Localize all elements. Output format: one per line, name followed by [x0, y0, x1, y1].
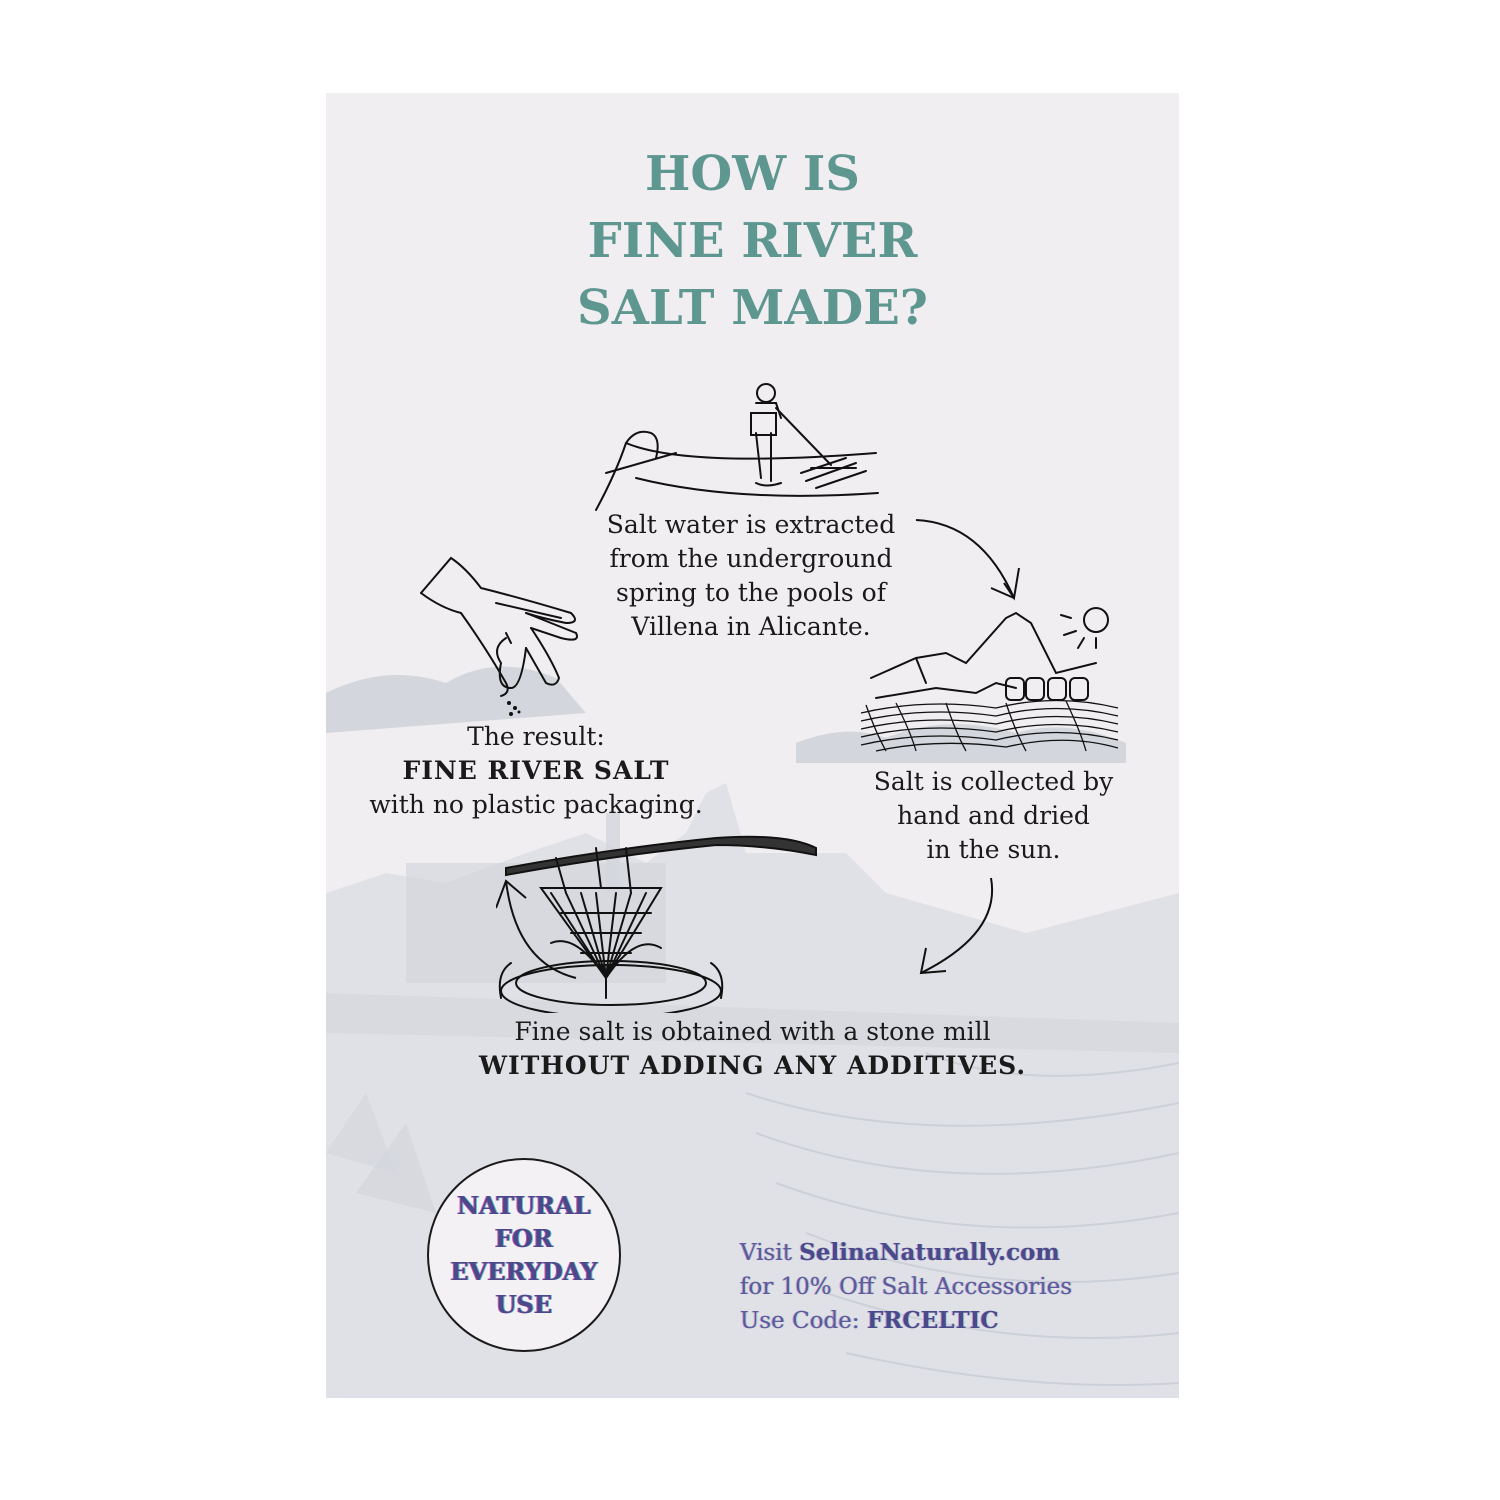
promo-code-line: Use Code: FRCELTIC — [740, 1307, 999, 1334]
page-title: HOW IS FINE RIVER SALT MADE? — [326, 141, 1179, 342]
website-link[interactable]: SelinaNaturally.com — [799, 1239, 1060, 1266]
promo-code: FRCELTIC — [866, 1307, 999, 1334]
promo-offer-line: for 10% Off Salt Accessories — [740, 1274, 1073, 1300]
arrow-curve-up-left-icon — [496, 879, 577, 979]
mountain-sun-salt-bags-icon — [860, 607, 1119, 752]
hand-sprinkling-salt-icon — [420, 556, 578, 716]
worker-raking-salt-pool-icon — [595, 383, 879, 511]
promo-text-block: Visit SelinaNaturally.com for 10% Off Sa… — [740, 1236, 1072, 1338]
title-line-3: SALT MADE? — [577, 280, 928, 336]
stone-mill-icon — [498, 835, 817, 1013]
product-back-panel: HOW IS FINE RIVER SALT MADE? Salt water … — [326, 93, 1179, 1398]
step-result-text: The result: FINE RIVER SALT with no plas… — [369, 722, 703, 819]
arrow-curve-down-right-icon — [915, 519, 1020, 601]
arrow-curve-down-left-icon — [919, 877, 994, 975]
step-milling-text: Fine salt is obtained with a stone mill … — [478, 1017, 1027, 1080]
step-extraction-text: Salt water is extracted from the undergr… — [606, 510, 896, 641]
title-line-2: FINE RIVER — [587, 213, 918, 269]
natural-everyday-use-badge: NATURAL FOR EVERYDAY USE — [427, 1158, 621, 1352]
promo-visit-line: Visit SelinaNaturally.com — [740, 1239, 1060, 1266]
step-collection-text: Salt is collected by hand and dried in t… — [873, 767, 1114, 864]
title-line-1: HOW IS — [645, 146, 860, 202]
